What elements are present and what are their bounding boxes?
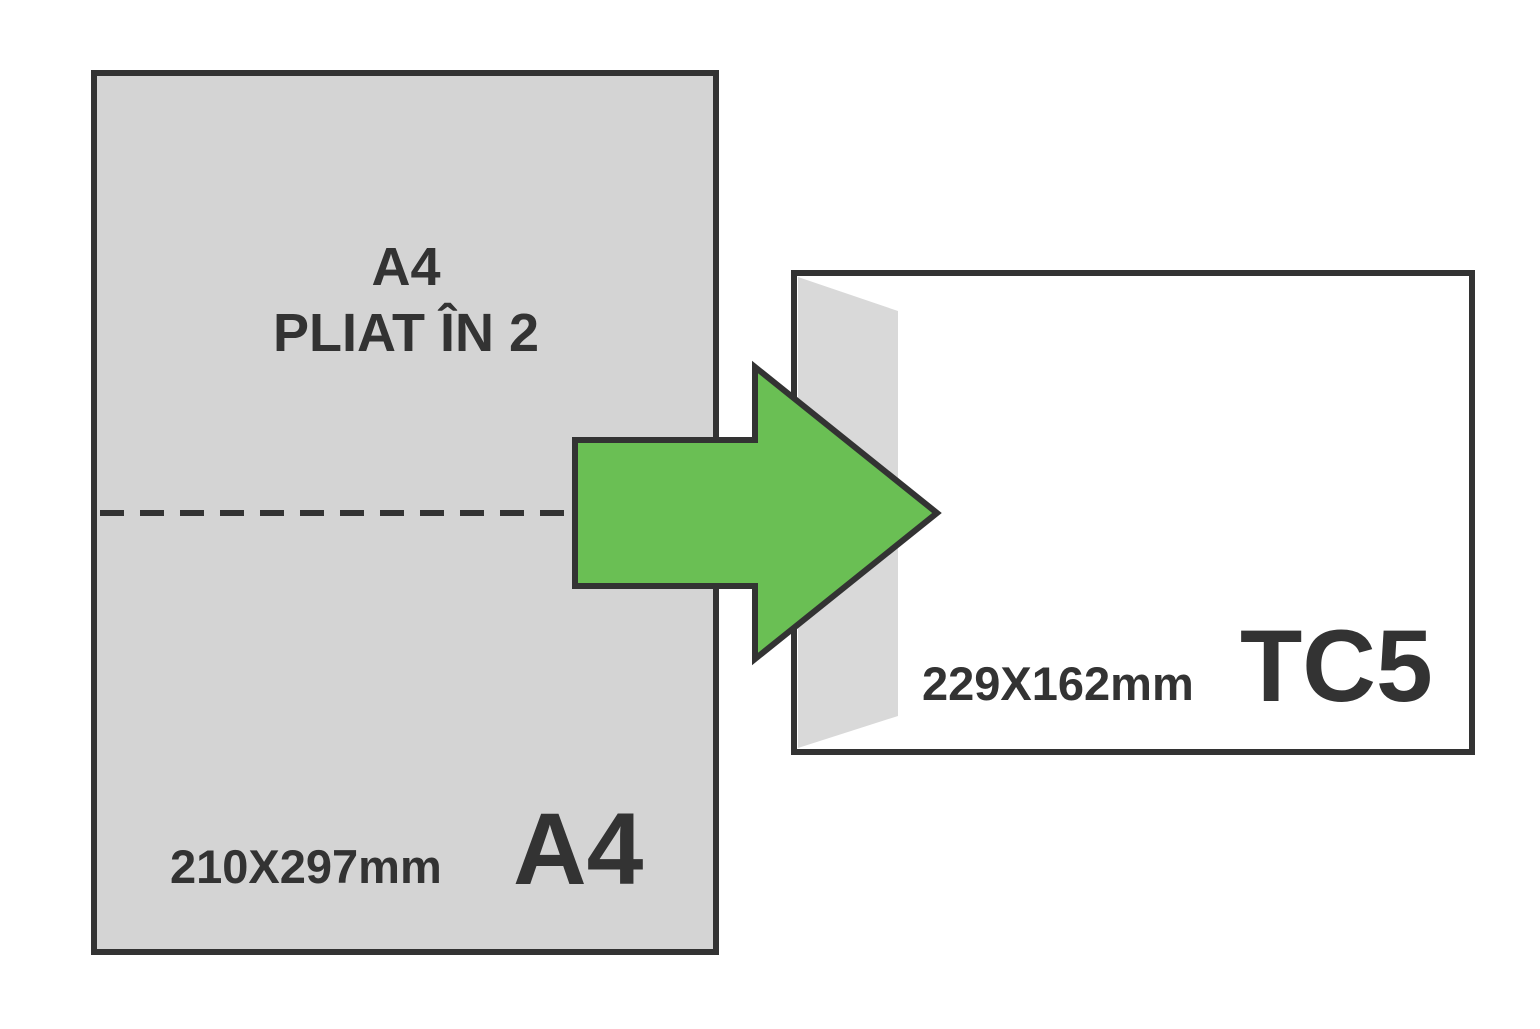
envelope-size-label: TC5 [1240, 609, 1433, 723]
envelope-dimensions: 229X162mm [922, 657, 1194, 710]
sheet-dimensions: 210X297mm [170, 840, 442, 893]
sheet-size-label: A4 [513, 792, 644, 906]
right-arrow-icon [572, 360, 942, 666]
sheet-title: A4 [371, 237, 441, 297]
sheet-subtitle: PLIAT ÎN 2 [272, 303, 540, 363]
